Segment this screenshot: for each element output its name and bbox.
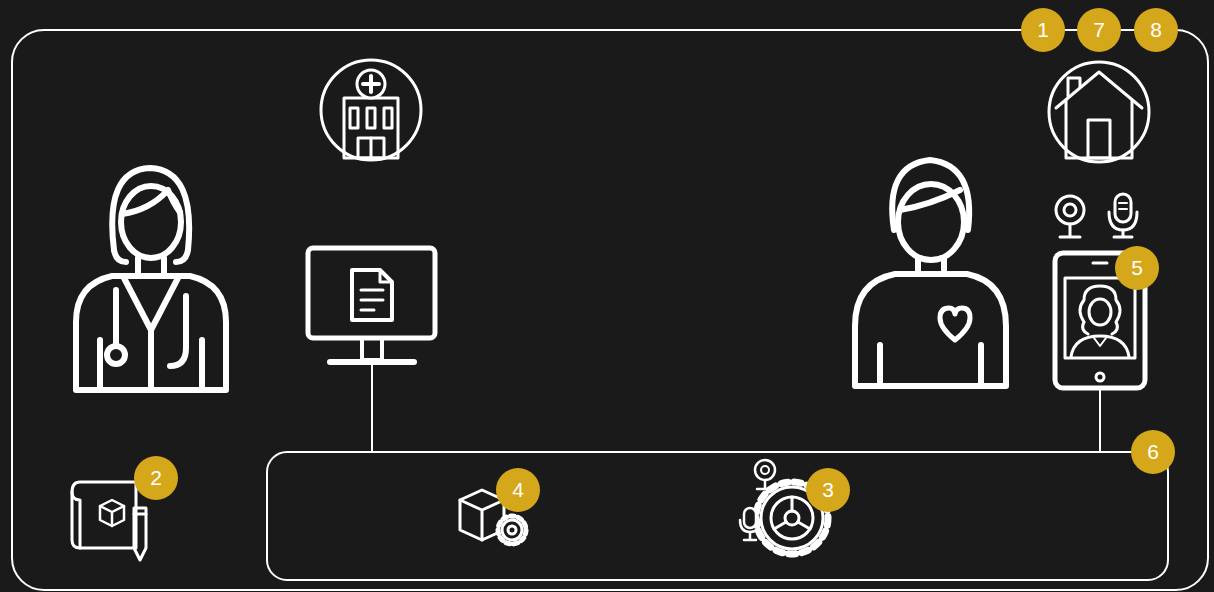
doctor-figure xyxy=(124,278,178,330)
webcam-icon xyxy=(1060,224,1080,237)
tablet-icon xyxy=(1089,299,1111,325)
callout-number: 6 xyxy=(1131,430,1175,474)
tablet-icon xyxy=(1065,278,1135,358)
hospital-icon xyxy=(358,138,384,158)
module-icon xyxy=(498,516,526,544)
processing-gear-icon xyxy=(774,497,810,529)
microphone-icon xyxy=(1115,194,1131,222)
microphone-icon xyxy=(1109,194,1137,237)
monitor-icon xyxy=(308,248,435,338)
webcam-icon xyxy=(1064,204,1076,216)
patient-figure xyxy=(855,274,1006,386)
callout-number: 4 xyxy=(496,468,540,512)
monitor-icon xyxy=(330,359,414,365)
home-icon xyxy=(1056,72,1142,108)
webcam-icon xyxy=(1056,196,1084,237)
callout-number: 8 xyxy=(1134,8,1178,52)
patient-figure xyxy=(855,160,1006,386)
hospital-icon xyxy=(363,76,379,92)
tablet-icon xyxy=(1080,286,1120,334)
module-icon xyxy=(502,520,522,540)
blueprint-icon xyxy=(100,506,124,526)
connection-wire xyxy=(371,364,373,452)
hospital-icon xyxy=(367,108,375,128)
doctor-figure xyxy=(122,190,180,214)
processing-gear-icon xyxy=(744,508,756,528)
connection-wire xyxy=(1099,388,1101,452)
callout-number: 1 xyxy=(1021,8,1065,52)
tablet-icon xyxy=(1094,338,1106,346)
blueprint-icon xyxy=(72,482,146,560)
tablet-icon xyxy=(1083,322,1088,334)
processing-gear-icon xyxy=(755,460,775,480)
blueprint-icon xyxy=(134,513,146,516)
patient-figure xyxy=(898,184,964,260)
doctor-figure xyxy=(112,168,189,262)
hospital-icon xyxy=(370,138,373,158)
microphone-icon xyxy=(1114,230,1132,237)
tablet-icon xyxy=(1093,262,1107,265)
doctor-figure xyxy=(76,168,226,390)
hospital-icon xyxy=(344,98,398,158)
microphone-icon xyxy=(1109,212,1137,230)
hospital-icon xyxy=(321,60,421,160)
doctor-figure xyxy=(170,296,186,366)
platform-box xyxy=(267,452,1168,580)
module-icon xyxy=(508,526,516,534)
connection-wire xyxy=(372,364,1100,452)
tablet-icon xyxy=(1071,336,1129,357)
home-icon xyxy=(1068,78,1080,96)
home-icon xyxy=(1049,62,1149,162)
processing-gear-icon xyxy=(757,480,773,489)
webcam-icon xyxy=(1056,196,1084,224)
hospital-icon xyxy=(321,60,421,160)
hospital-icon xyxy=(384,108,392,128)
patient-figure xyxy=(900,190,960,210)
callout-number: 7 xyxy=(1077,8,1121,52)
monitor-icon xyxy=(352,270,392,320)
tablet-icon xyxy=(1096,373,1104,381)
home-icon xyxy=(1049,62,1149,162)
doctor-figure xyxy=(100,340,202,390)
monitor-icon xyxy=(308,248,435,362)
blueprint-icon xyxy=(72,492,80,548)
patient-figure xyxy=(940,308,970,340)
doctor-figure xyxy=(76,276,226,390)
callout-number: 5 xyxy=(1115,246,1159,290)
monitor-icon xyxy=(361,290,383,310)
processing-gear-icon xyxy=(740,520,760,540)
callout-number: 3 xyxy=(806,468,850,512)
patient-figure xyxy=(880,345,981,386)
blueprint-icon xyxy=(100,500,124,526)
doctor-figure xyxy=(113,290,119,345)
processing-gear-icon xyxy=(771,497,813,539)
blueprint-icon xyxy=(134,508,146,560)
hospital-icon xyxy=(350,108,358,128)
home-icon xyxy=(1088,120,1110,158)
microphone-icon xyxy=(1119,203,1127,209)
callout-number: 2 xyxy=(134,456,178,500)
outer-frame xyxy=(12,30,1208,590)
processing-gear-icon xyxy=(761,466,769,474)
home-icon xyxy=(1066,100,1132,158)
doctor-figure xyxy=(114,250,126,262)
blueprint-icon xyxy=(72,482,136,548)
monitor-icon xyxy=(380,270,392,282)
monitor-icon xyxy=(362,338,382,360)
hospital-icon xyxy=(357,70,385,98)
telehealth-illustration xyxy=(12,30,1208,590)
doctor-figure xyxy=(121,186,181,258)
doctor-figure xyxy=(148,330,154,390)
doctor-figure xyxy=(107,346,125,364)
